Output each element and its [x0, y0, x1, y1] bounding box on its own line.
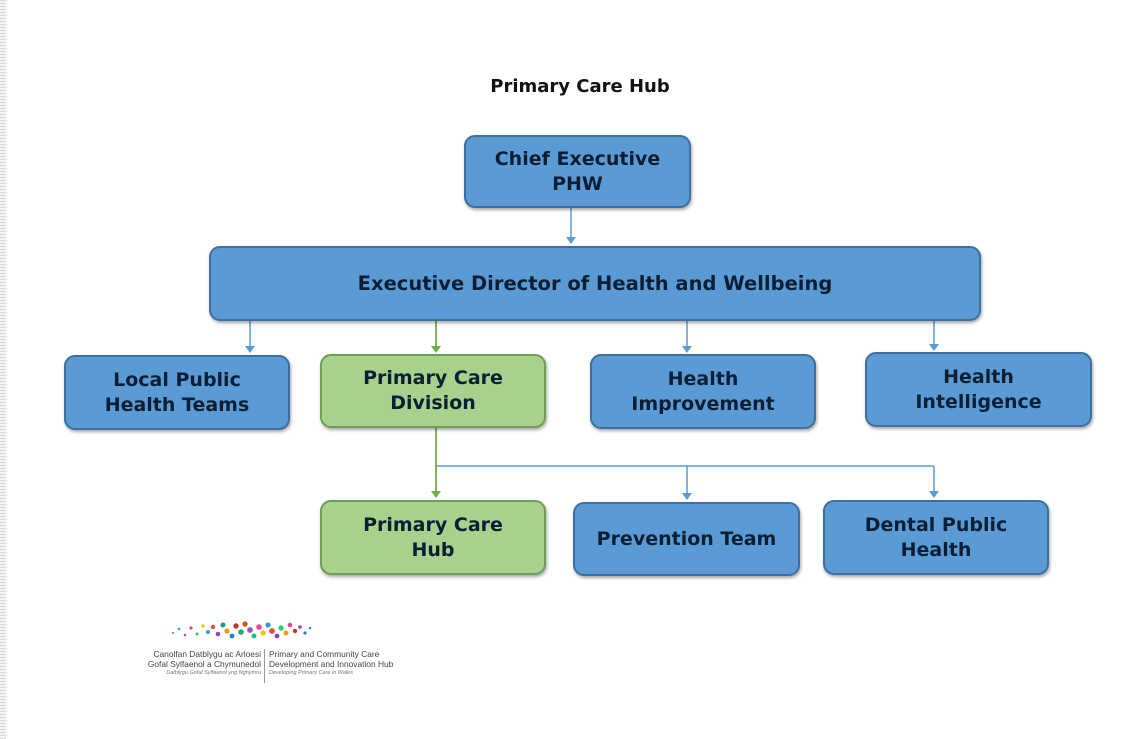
blue-arrowheads	[245, 237, 939, 500]
logo-welsh-line1: Canolfan Datblygu ac Arloesi	[153, 649, 261, 659]
arrow-director	[566, 237, 576, 244]
page-edge	[0, 0, 6, 739]
arrow-dental	[929, 491, 939, 498]
arrow-hub	[431, 491, 441, 498]
node-executive-director: Executive Director of Health and Wellbei…	[209, 246, 981, 321]
node-dental-public-health: Dental Public Health	[823, 500, 1049, 575]
hub-logo: Canolfan Datblygu ac Arloesi Gofal Sylfa…	[117, 616, 407, 686]
green-arrowheads	[431, 346, 441, 498]
node-primary-care-hub: Primary Care Hub	[320, 500, 546, 575]
logo-english-line2: Development and Innovation Hub	[269, 659, 394, 669]
arrow-division	[431, 346, 441, 353]
logo-welsh-tagline: Datblygu Gofal Sylfaenol yng Nghymru	[166, 670, 261, 676]
logo-english-tagline: Developing Primary Care in Wales	[269, 670, 353, 676]
logo-welsh-text: Canolfan Datblygu ac Arloesi Gofal Sylfa…	[148, 649, 261, 677]
logo-divider	[264, 649, 265, 683]
arrow-intelligence	[929, 344, 939, 351]
logo-dots-graphic	[171, 621, 312, 639]
node-local-public-health-teams: Local Public Health Teams	[64, 355, 290, 430]
node-primary-care-division: Primary Care Division	[320, 354, 546, 428]
node-prevention-team: Prevention Team	[573, 502, 800, 576]
arrow-improvement	[682, 346, 692, 353]
logo-english-text: Primary and Community Care Development a…	[269, 649, 393, 677]
arrow-local	[245, 346, 255, 353]
node-health-improvement: Health Improvement	[590, 354, 816, 429]
node-chief-executive: Chief Executive PHW	[464, 135, 691, 208]
arrow-prevention	[682, 493, 692, 500]
logo-english-line1: Primary and Community Care	[269, 649, 380, 659]
node-health-intelligence: Health Intelligence	[865, 352, 1092, 427]
diagram-title: Primary Care Hub	[490, 76, 670, 97]
logo-welsh-line2: Gofal Sylfaenol a Chymunedol	[147, 659, 261, 669]
blue-connectors	[249, 208, 935, 498]
